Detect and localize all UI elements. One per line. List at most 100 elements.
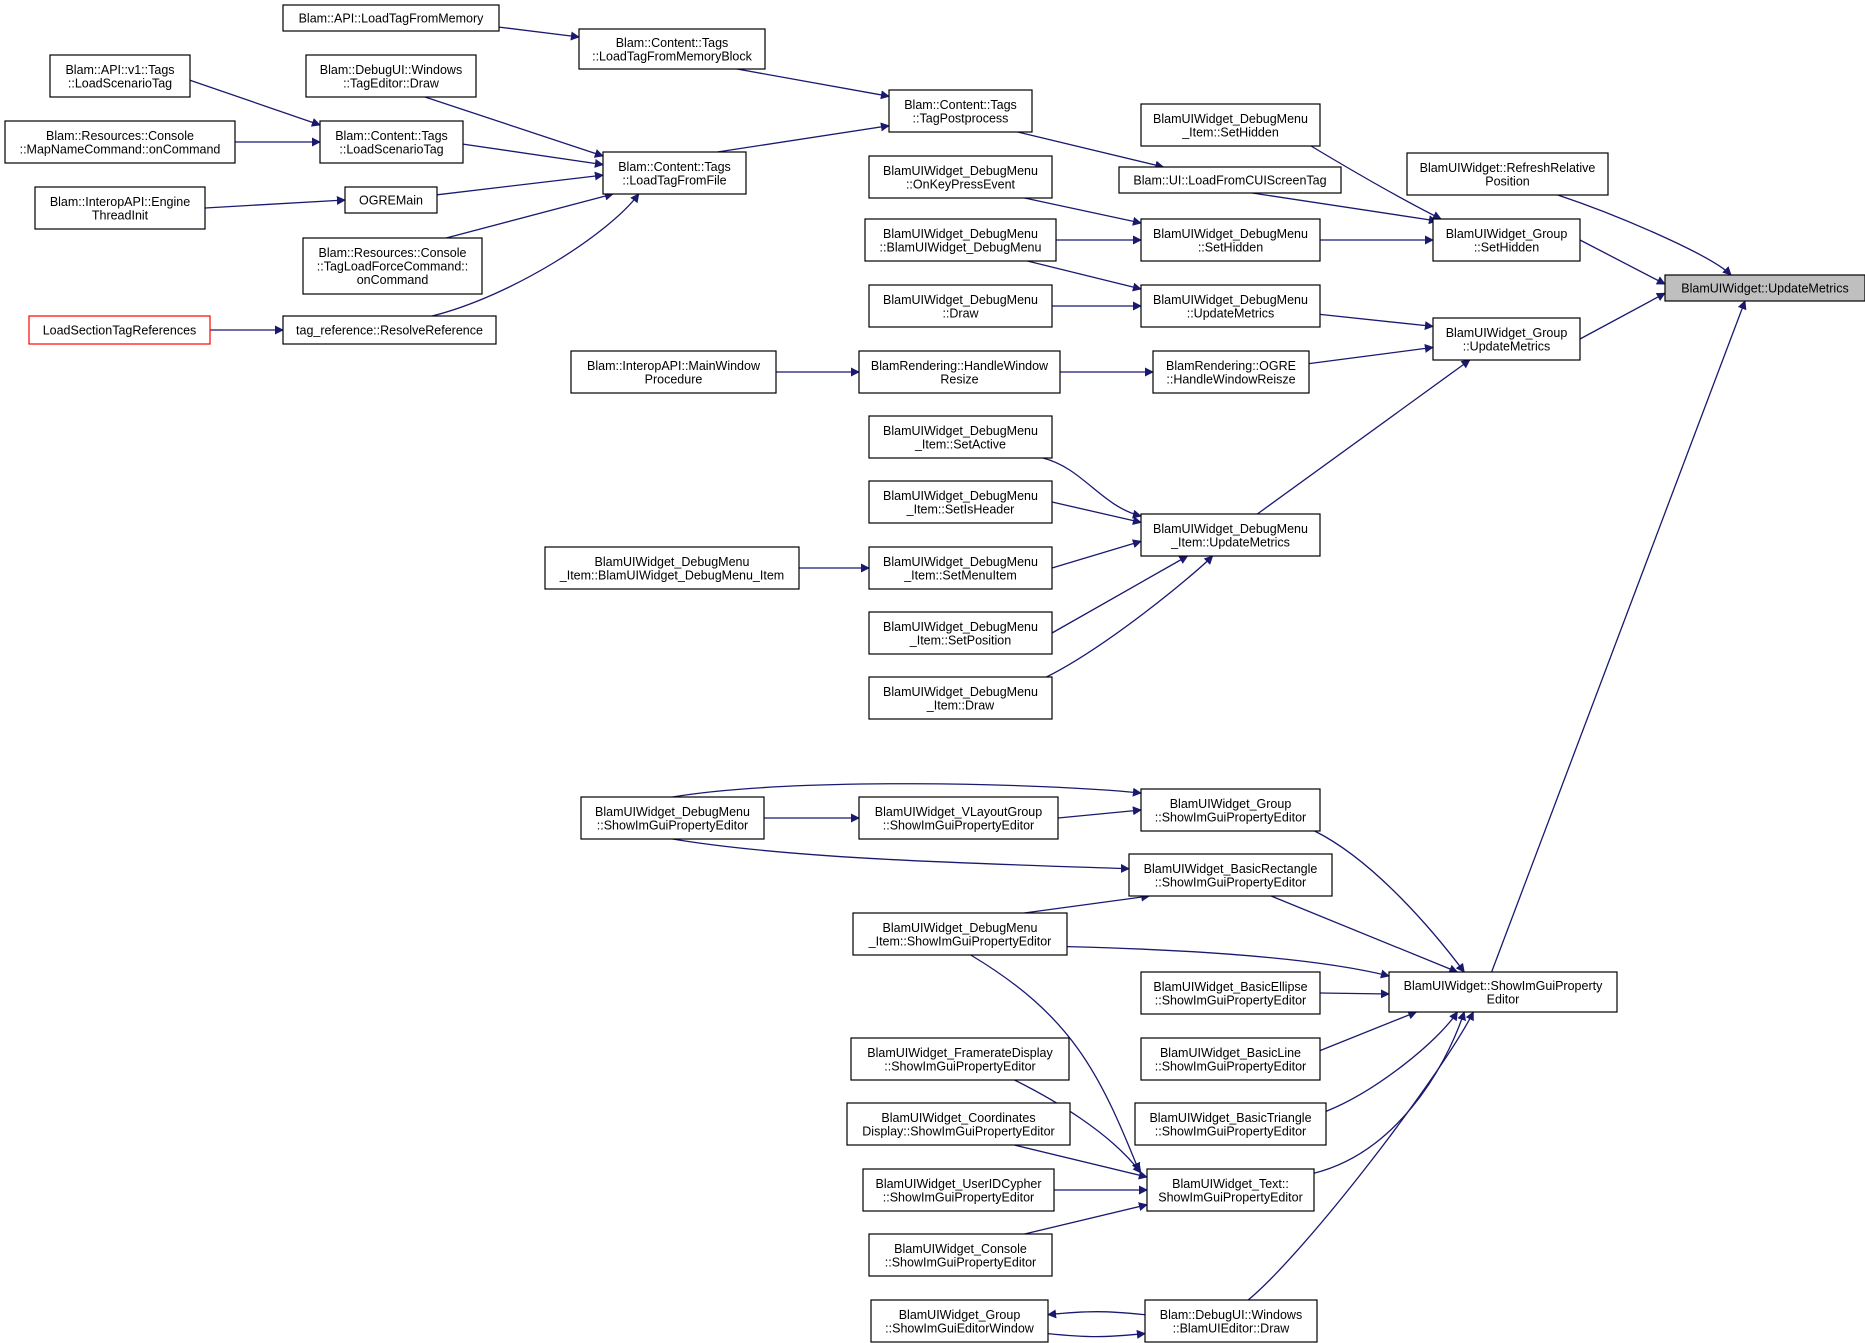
- node-dmi-draw[interactable]: BlamUIWidget_DebugMenu_Item::Draw: [868, 676, 1053, 720]
- node-dm-showimgui[interactable]: BlamUIWidget_DebugMenu::ShowImGuiPropert…: [580, 796, 765, 840]
- node-box: [282, 315, 497, 345]
- node-dmi-showimgui[interactable]: BlamUIWidget_DebugMenu_Item::ShowImGuiPr…: [852, 912, 1068, 956]
- node-tagloadforce[interactable]: Blam::Resources::Console::TagLoadForceCo…: [302, 237, 483, 295]
- node-console-showimgui[interactable]: BlamUIWidget_Console::ShowImGuiPropertyE…: [868, 1233, 1053, 1277]
- node-label-line: ::LoadTagFromFile: [622, 173, 726, 187]
- node-label-line: ::ShowImGuiPropertyEditor: [1155, 993, 1306, 1007]
- node-label-line: ::TagPostprocess: [913, 111, 1009, 125]
- node-tageditor-draw[interactable]: Blam::DebugUI::Windows::TagEditor::Draw: [305, 54, 477, 98]
- node-label-line: BlamUIWidget::UpdateMetrics: [1681, 282, 1848, 296]
- node-box: [1152, 350, 1310, 394]
- node-label-line: BlamUIWidget_Text::: [1172, 1177, 1289, 1191]
- node-label-line: BlamUIWidget_Group: [1446, 227, 1568, 241]
- node-widget-showimgui[interactable]: BlamUIWidget::ShowImGuiPropertyEditor: [1388, 971, 1618, 1013]
- nodes-layer: BlamUIWidget::UpdateMetrics Blam::API::Lo…: [4, 4, 1865, 1343]
- edge-path: [1247, 1011, 1474, 1301]
- node-vlayout-showimgui[interactable]: BlamUIWidget_VLayoutGroup::ShowImGuiProp…: [858, 796, 1059, 840]
- edge-dmi_updatemetrics-to-group_updatemetrics: [1256, 359, 1471, 515]
- node-basictri-showimgui[interactable]: BlamUIWidget_BasicTriangle::ShowImGuiPro…: [1134, 1102, 1327, 1146]
- node-tags-loadfromfile[interactable]: Blam::Content::Tags::LoadTagFromFile: [602, 151, 747, 195]
- node-loadsectiontagrefs[interactable]: LoadSectionTagReferences: [28, 315, 211, 345]
- node-dmi-setposition[interactable]: BlamUIWidget_DebugMenu_Item::SetPosition: [868, 611, 1053, 655]
- node-dmi-updatemetrics[interactable]: BlamUIWidget_DebugMenu_Item::UpdateMetri…: [1140, 513, 1321, 557]
- node-resolvereference[interactable]: tag_reference::ResolveReference: [282, 315, 497, 345]
- node-label-line: ::UpdateMetrics: [1463, 339, 1551, 353]
- node-group-showeditorwindow[interactable]: BlamUIWidget_Group::ShowImGuiEditorWindo…: [870, 1299, 1049, 1343]
- node-box: [868, 155, 1053, 199]
- node-tags-loadscenario[interactable]: Blam::Content::Tags::LoadScenarioTag: [319, 120, 464, 164]
- node-label-line: ::ShowImGuiPropertyEditor: [1155, 1124, 1306, 1138]
- node-dm-onkeypress[interactable]: BlamUIWidget_DebugMenu::OnKeyPressEvent: [868, 155, 1053, 199]
- node-label-line: Blam::Content::Tags: [618, 160, 731, 174]
- node-target[interactable]: BlamUIWidget::UpdateMetrics: [1664, 274, 1865, 302]
- edge-path: [1314, 830, 1465, 973]
- node-mapname-oncommand[interactable]: Blam::Resources::Console::MapNameCommand…: [4, 120, 236, 164]
- node-dm-draw[interactable]: BlamUIWidget_DebugMenu::Draw: [868, 284, 1053, 328]
- node-label-line: BlamUIWidget_Group: [899, 1308, 1021, 1322]
- edge-dmi_setisheader-to-dmi_updatemetrics: [1051, 501, 1142, 525]
- node-ogremain[interactable]: OGREMain: [344, 186, 438, 214]
- edge-path: [1319, 989, 1390, 999]
- node-dmi-setisheader[interactable]: BlamUIWidget_DebugMenu_Item::SetIsHeader: [868, 480, 1053, 524]
- node-label-line: Blam::API::v1::Tags: [65, 63, 174, 77]
- edge-path: [431, 193, 640, 317]
- node-dm-ctor[interactable]: BlamUIWidget_DebugMenu::BlamUIWidget_Deb…: [864, 218, 1057, 262]
- node-label-line: BlamUIWidget_BasicRectangle: [1144, 862, 1318, 876]
- node-tags-tagpostprocess[interactable]: Blam::Content::Tags::TagPostprocess: [888, 89, 1033, 133]
- node-label-line: BlamRendering::OGRE: [1166, 359, 1296, 373]
- node-dm-sethidden[interactable]: BlamUIWidget_DebugMenu::SetHidden: [1140, 218, 1321, 262]
- node-label-line: BlamUIWidget_DebugMenu: [883, 489, 1038, 503]
- node-api-loadfrommem[interactable]: Blam::API::LoadTagFromMemory: [282, 4, 500, 32]
- node-box: [602, 151, 747, 195]
- node-useridcypher-showimgui[interactable]: BlamUIWidget_UserIDCypher::ShowImGuiProp…: [862, 1168, 1055, 1212]
- node-uieditor-draw[interactable]: Blam::DebugUI::Windows::BlamUIEditor::Dr…: [1144, 1299, 1318, 1343]
- edge-dmi_setposition-to-dmi_updatemetrics: [1051, 555, 1189, 634]
- node-dm-item-sethidden[interactable]: BlamUIWidget_DebugMenu_Item::SetHidden: [1140, 103, 1321, 147]
- node-ui-loadfromcui[interactable]: Blam::UI::LoadFromCUIScreenTag: [1118, 166, 1342, 194]
- node-coords-showimgui[interactable]: BlamUIWidget_CoordinatesDisplay::ShowImG…: [846, 1102, 1071, 1146]
- node-label-line: BlamUIWidget_DebugMenu: [883, 685, 1038, 699]
- edge-console_showimgui-to-text_showimgui: [1024, 1202, 1148, 1235]
- node-label-line: ::LoadScenarioTag: [339, 142, 443, 156]
- node-label-line: BlamUIWidget_VLayoutGroup: [875, 805, 1042, 819]
- node-dmi-ctor[interactable]: BlamUIWidget_DebugMenu_Item::BlamUIWidge…: [544, 546, 800, 590]
- node-label-line: BlamUIWidget_DebugMenu: [1153, 522, 1308, 536]
- edge-dmi_setactive-to-dmi_updatemetrics: [1042, 457, 1142, 519]
- node-text-showimgui[interactable]: BlamUIWidget_Text::ShowImGuiPropertyEdit…: [1146, 1168, 1315, 1212]
- node-box: [1432, 218, 1581, 262]
- edge-tags_loadscenario-to-tags_loadfromfile: [462, 143, 604, 168]
- node-basicellipse-showimgui[interactable]: BlamUIWidget_BasicEllipse::ShowImGuiProp…: [1140, 971, 1321, 1015]
- edge-dmi_setmenuitem-to-dmi_updatemetrics: [1051, 539, 1142, 569]
- node-api-v1-loadscenario[interactable]: Blam::API::v1::Tags::LoadScenarioTag: [49, 54, 191, 98]
- node-box: [578, 28, 766, 70]
- edge-resolvereference-to-tags_loadfromfile: [431, 193, 640, 317]
- edge-vlayout_showimgui-to-group_showimgui: [1057, 806, 1142, 819]
- edge-dm_updatemetrics-to-group_updatemetrics: [1319, 313, 1434, 331]
- node-label-line: Resize: [940, 372, 978, 386]
- node-label-line: BlamUIWidget_Coordinates: [881, 1111, 1035, 1125]
- node-group-updatemetrics[interactable]: BlamUIWidget_Group::UpdateMetrics: [1432, 317, 1581, 361]
- node-group-showimgui[interactable]: BlamUIWidget_Group::ShowImGuiPropertyEdi…: [1140, 788, 1321, 832]
- node-dmi-setactive[interactable]: BlamUIWidget_DebugMenu_Item::SetActive: [868, 415, 1053, 459]
- node-framerate-showimgui[interactable]: BlamUIWidget_FramerateDisplay::ShowImGui…: [850, 1037, 1070, 1081]
- node-box: [1664, 274, 1865, 302]
- edge-path: [1047, 1309, 1146, 1319]
- node-box: [282, 4, 500, 32]
- node-ogre-handleresize[interactable]: BlamRendering::OGRE::HandleWindowReisze: [1152, 350, 1310, 394]
- node-basicline-showimgui[interactable]: BlamUIWidget_BasicLine::ShowImGuiPropert…: [1140, 1037, 1321, 1081]
- edge-path: [424, 96, 604, 158]
- edge-uieditor_draw-to-group_showeditorwindow: [1047, 1309, 1146, 1319]
- node-group-sethidden[interactable]: BlamUIWidget_Group::SetHidden: [1432, 218, 1581, 262]
- edge-path: [1579, 239, 1666, 285]
- edge-path: [970, 954, 1141, 1172]
- node-dm-updatemetrics[interactable]: BlamUIWidget_DebugMenu::UpdateMetrics: [1140, 284, 1321, 328]
- node-basicrect-showimgui[interactable]: BlamUIWidget_BasicRectangle::ShowImGuiPr…: [1128, 853, 1333, 897]
- node-dmi-setmenuitem[interactable]: BlamUIWidget_DebugMenu_Item::SetMenuItem: [868, 546, 1053, 590]
- node-label-line: BlamUIWidget_DebugMenu: [883, 164, 1038, 178]
- node-tags-loadfrommemblock[interactable]: Blam::Content::Tags::LoadTagFromMemoryBl…: [578, 28, 766, 70]
- edge-dm_showimgui-to-basicrect_showimgui: [672, 838, 1130, 873]
